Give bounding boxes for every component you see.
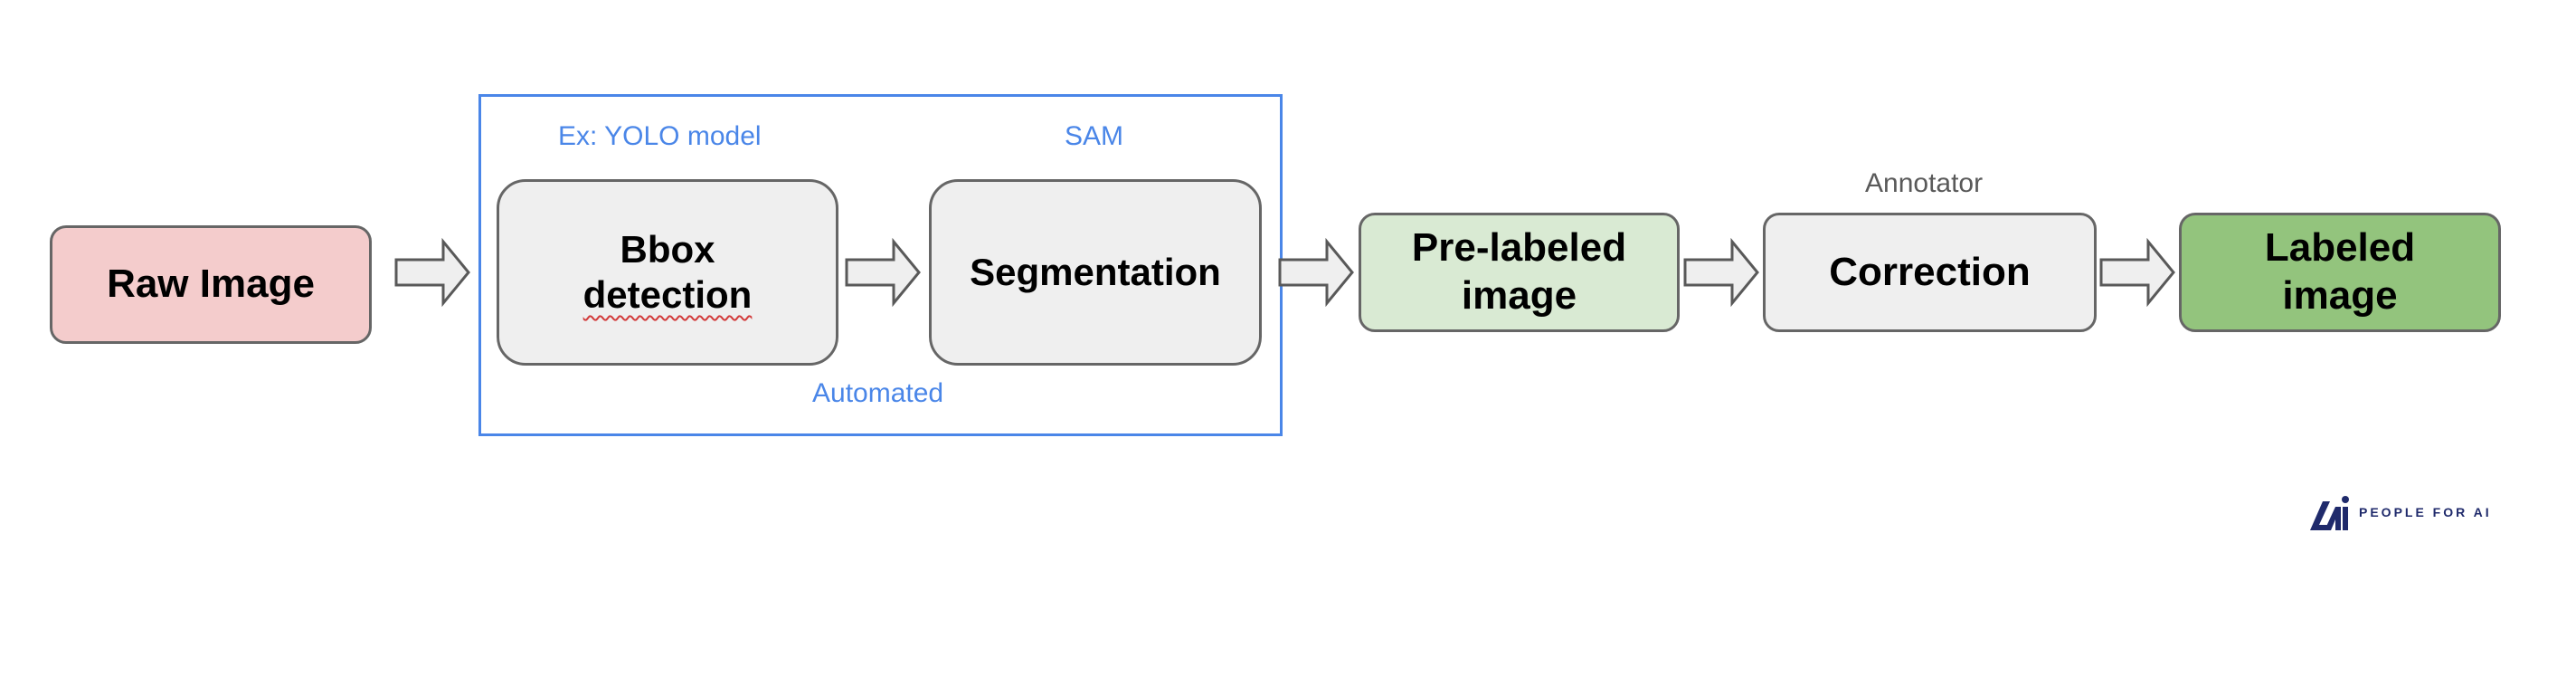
labeled-label-line2: image <box>2282 273 2398 318</box>
annotator-caption: Annotator <box>1865 168 1984 198</box>
labeled-image-node: Labeled image <box>2179 213 2501 332</box>
ai-logo-icon <box>2310 496 2349 530</box>
correction-label: Correction <box>1829 249 2031 294</box>
pre-labeled-label-line1: Pre-labeled <box>1411 225 1627 271</box>
pre-labeled-image-node: Pre-labeled image <box>1359 213 1680 332</box>
raw-image-label: Raw Image <box>107 262 315 307</box>
flow-arrow-icon <box>845 238 921 307</box>
raw-image-node: Raw Image <box>50 225 372 344</box>
bbox-model-caption: Ex: YOLO model <box>558 121 762 151</box>
people-for-ai-logo: PEOPLE FOR AI <box>2308 492 2492 532</box>
flow-arrow-icon <box>2099 238 2175 307</box>
bbox-detection-node: Bbox detection <box>497 179 838 366</box>
segmentation-model-caption: SAM <box>1065 121 1124 151</box>
correction-node: Correction <box>1763 213 2097 332</box>
logo-text: PEOPLE FOR AI <box>2359 505 2492 519</box>
flow-arrow-icon <box>394 238 470 307</box>
automated-group-caption: Automated <box>812 378 944 408</box>
flow-arrow-icon <box>1278 238 1354 307</box>
segmentation-node: Segmentation <box>929 179 1262 366</box>
bbox-detection-label-line1: Bbox <box>620 227 715 271</box>
labeled-label-line1: Labeled <box>2264 225 2416 271</box>
segmentation-label: Segmentation <box>970 250 1221 293</box>
bbox-detection-label-line2: detection <box>582 273 753 316</box>
flow-arrow-icon <box>1683 238 1759 307</box>
pre-labeled-label-line2: image <box>1461 273 1577 318</box>
